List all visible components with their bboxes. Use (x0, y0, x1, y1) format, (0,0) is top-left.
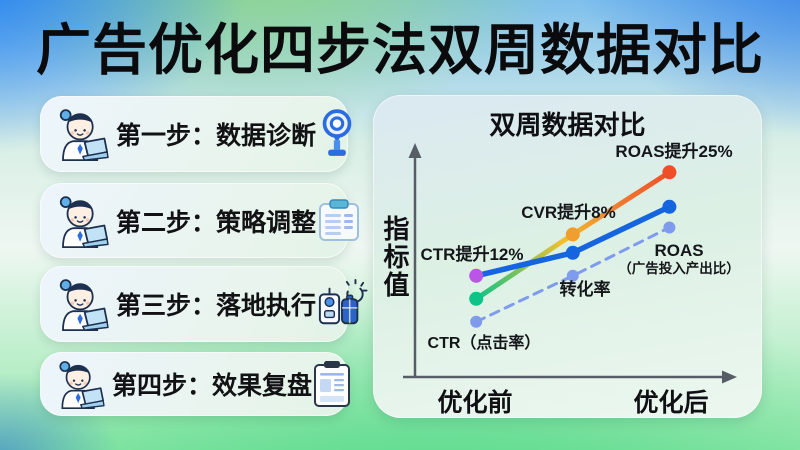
annotation-roas-up: ROAS提升25% (615, 142, 733, 161)
step-label-3: 第三步：落地执行 (116, 292, 317, 320)
person-laptop-icon (52, 277, 110, 331)
chart-title: 双周数据对比 (489, 110, 646, 140)
annotation-roas-paren: （广告投入产出比） (618, 261, 740, 276)
chart-data-point (470, 315, 483, 328)
person-laptop-icon (52, 359, 106, 409)
annotation-roas-name: ROAS (654, 241, 704, 260)
scope-pin-icon (316, 108, 358, 160)
chart-data-point (469, 291, 484, 306)
step-label-2: 第二步：策略调整 (116, 208, 317, 237)
annotation-cvr-up: CVR提升8% (521, 203, 616, 222)
step-card-4: 第四步：效果复盘 (40, 352, 348, 416)
y-axis-label: 指标值 (380, 215, 410, 299)
x-tick-after: 优化后 (633, 389, 709, 417)
annotation-ctr-up: CTR提升12% (420, 245, 524, 264)
clipboard-list-icon (316, 198, 362, 244)
y-axis-arrow-icon (408, 143, 422, 158)
x-axis-arrow-icon (722, 370, 737, 384)
step-card-1: 第一步：数据诊断 (40, 96, 348, 172)
chart-panel: 双周数据对比 指标值 ROAS提升25% CVR提升8% CTR提升12% RO… (373, 95, 762, 418)
step-card-2: 第二步：策略调整 (40, 183, 348, 258)
person-laptop-icon (52, 194, 110, 248)
step-label-4: 第四步：效果复盘 (112, 372, 313, 400)
step-card-3: 第三步：落地执行 (40, 266, 348, 342)
chart-data-point (565, 245, 580, 260)
report-clipboard-icon (312, 360, 352, 408)
chart-data-point (663, 221, 676, 234)
annotation-ctr-base: CTR（点击率） (427, 335, 541, 352)
line-chart (403, 143, 737, 384)
chart-line (474, 226, 671, 324)
person-laptop-icon (52, 107, 110, 161)
chart-data-point (662, 165, 677, 180)
chart-data-point (469, 268, 484, 283)
x-tick-before: 优化前 (437, 389, 513, 417)
page-title: 广告优化四步法双周数据对比 (35, 19, 764, 81)
devices-spark-icon (316, 279, 368, 329)
chart-series-layer (469, 165, 677, 328)
chart-data-point (662, 199, 677, 214)
chart-data-point (565, 227, 580, 242)
chart-data-point (566, 269, 579, 282)
annotation-conversion: 转化率 (559, 280, 611, 299)
step-label-1: 第一步：数据诊断 (116, 122, 317, 150)
